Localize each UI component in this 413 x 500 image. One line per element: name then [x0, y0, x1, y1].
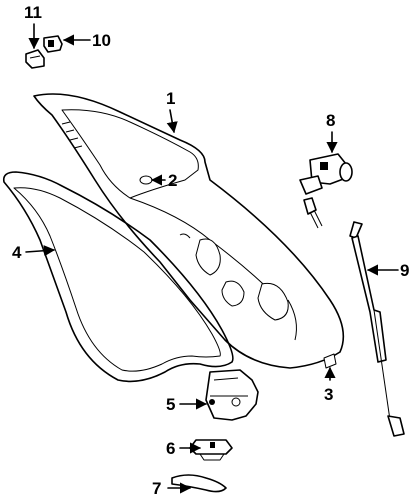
- lock-cylinder-part: [299, 153, 353, 229]
- callout-1: 1: [166, 89, 175, 108]
- gasket-part: [171, 474, 227, 493]
- latch-part: [205, 369, 259, 421]
- callout-2: 2: [168, 171, 177, 190]
- callout-labels: 1 2 3 4 5 6 7 8 9 10 11: [12, 3, 409, 498]
- callout-3: 3: [324, 385, 333, 404]
- bracket-clip-part: [25, 35, 63, 69]
- bumper-part: [139, 175, 153, 185]
- callout-4: 4: [12, 243, 22, 262]
- callout-5: 5: [166, 395, 175, 414]
- weatherstrip-part: [2, 171, 234, 383]
- callout-6: 6: [166, 439, 175, 458]
- trunk-lid-part: [33, 93, 345, 369]
- striker-part: [189, 439, 233, 461]
- stop-part: [323, 353, 337, 369]
- callout-8: 8: [326, 111, 335, 130]
- callout-10: 10: [92, 31, 111, 50]
- support-strut-part: [349, 221, 405, 437]
- callout-7: 7: [152, 479, 161, 498]
- callout-9: 9: [400, 261, 409, 280]
- callout-11: 11: [24, 3, 42, 22]
- callout-arrows: [25, 23, 399, 494]
